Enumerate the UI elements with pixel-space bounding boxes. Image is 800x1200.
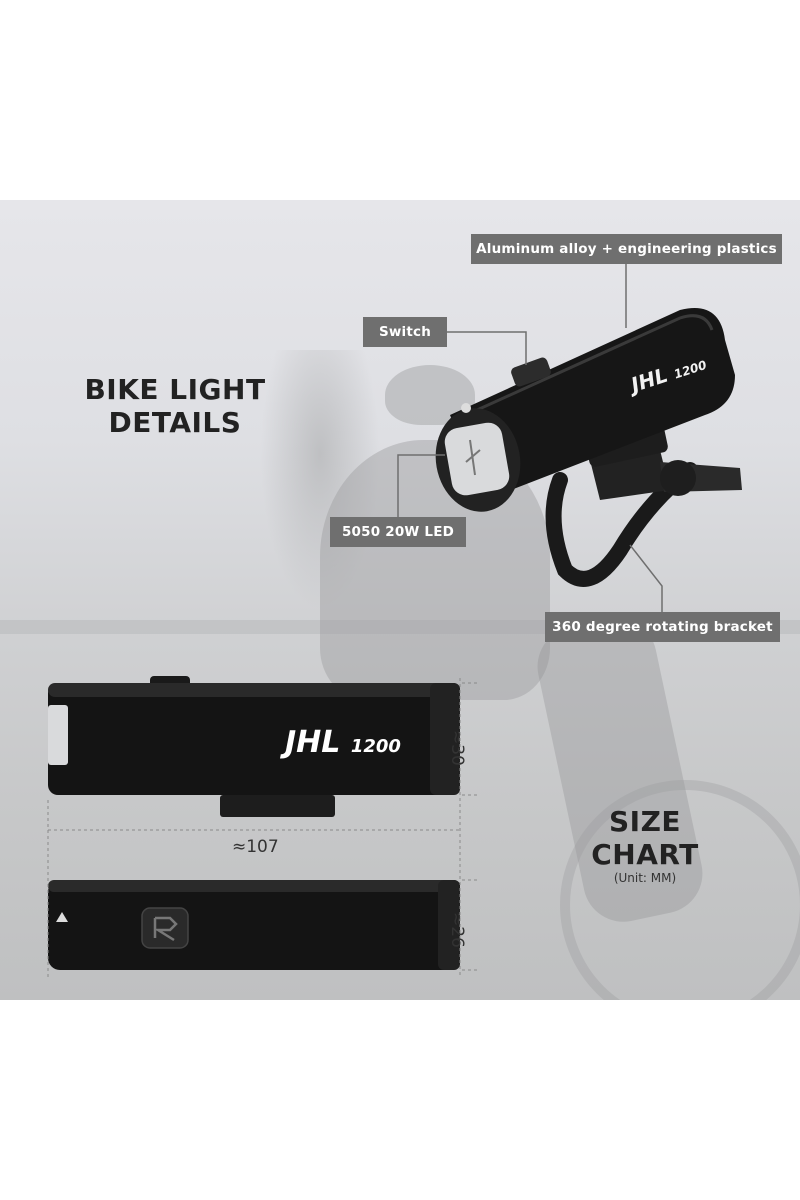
light-side-view: JHL 1200	[48, 676, 460, 817]
length-dimension-label: ≈107	[232, 837, 279, 857]
led-chip	[465, 439, 481, 476]
background-trees	[260, 350, 380, 610]
light-angled-view: JHL 1200	[435, 308, 742, 587]
switch-logo-glyph	[153, 916, 178, 942]
details-heading-line-2: DETAILS	[108, 406, 242, 439]
switch-callout: Switch	[363, 317, 447, 347]
switch-button-shape	[511, 357, 551, 387]
bracket-clamp	[545, 462, 698, 587]
top-body-highlight	[48, 880, 460, 892]
height-dimension-label: ≈30	[447, 730, 467, 766]
light-top-view	[48, 880, 460, 970]
indicator-dot	[461, 403, 471, 413]
top-endcap	[438, 880, 460, 970]
light-lens	[444, 422, 510, 496]
background-bike-wheel	[560, 780, 800, 1000]
details-heading-line-1: BIKE LIGHT	[84, 373, 266, 406]
side-mount-rail	[220, 795, 335, 817]
size-chart-heading-line-1: SIZE	[608, 805, 681, 838]
top-switch-button	[141, 907, 189, 949]
details-heading: BIKE LIGHT DETAILS	[70, 373, 280, 439]
side-body-highlight	[48, 683, 460, 697]
product-illustration: JHL 1200 JHL 1200	[47, 249, 742, 978]
side-body	[48, 683, 460, 795]
led-callout: 5050 20W LED	[330, 517, 466, 547]
background-panel: JHL 1200 JHL 1200	[0, 200, 800, 1000]
size-chart-heading-line-2: CHART	[591, 838, 699, 871]
side-endcap	[430, 683, 460, 795]
bracket-knob	[660, 460, 696, 496]
material-callout: Aluminum alloy + engineering plastics	[471, 234, 782, 264]
light-body-highlight	[454, 314, 714, 422]
unit-label: (Unit: MM)	[613, 871, 677, 885]
top-indicator-icon	[56, 912, 68, 922]
callout-leaders	[397, 249, 663, 612]
width-dimension-label: ≈26	[447, 912, 467, 948]
top-body	[48, 880, 460, 970]
dimension-guides	[47, 678, 480, 978]
side-lens	[48, 705, 68, 765]
size-chart-heading: SIZE CHART	[560, 805, 730, 871]
light-body	[450, 308, 735, 500]
bracket-callout: 360 degree rotating bracket	[545, 612, 780, 642]
